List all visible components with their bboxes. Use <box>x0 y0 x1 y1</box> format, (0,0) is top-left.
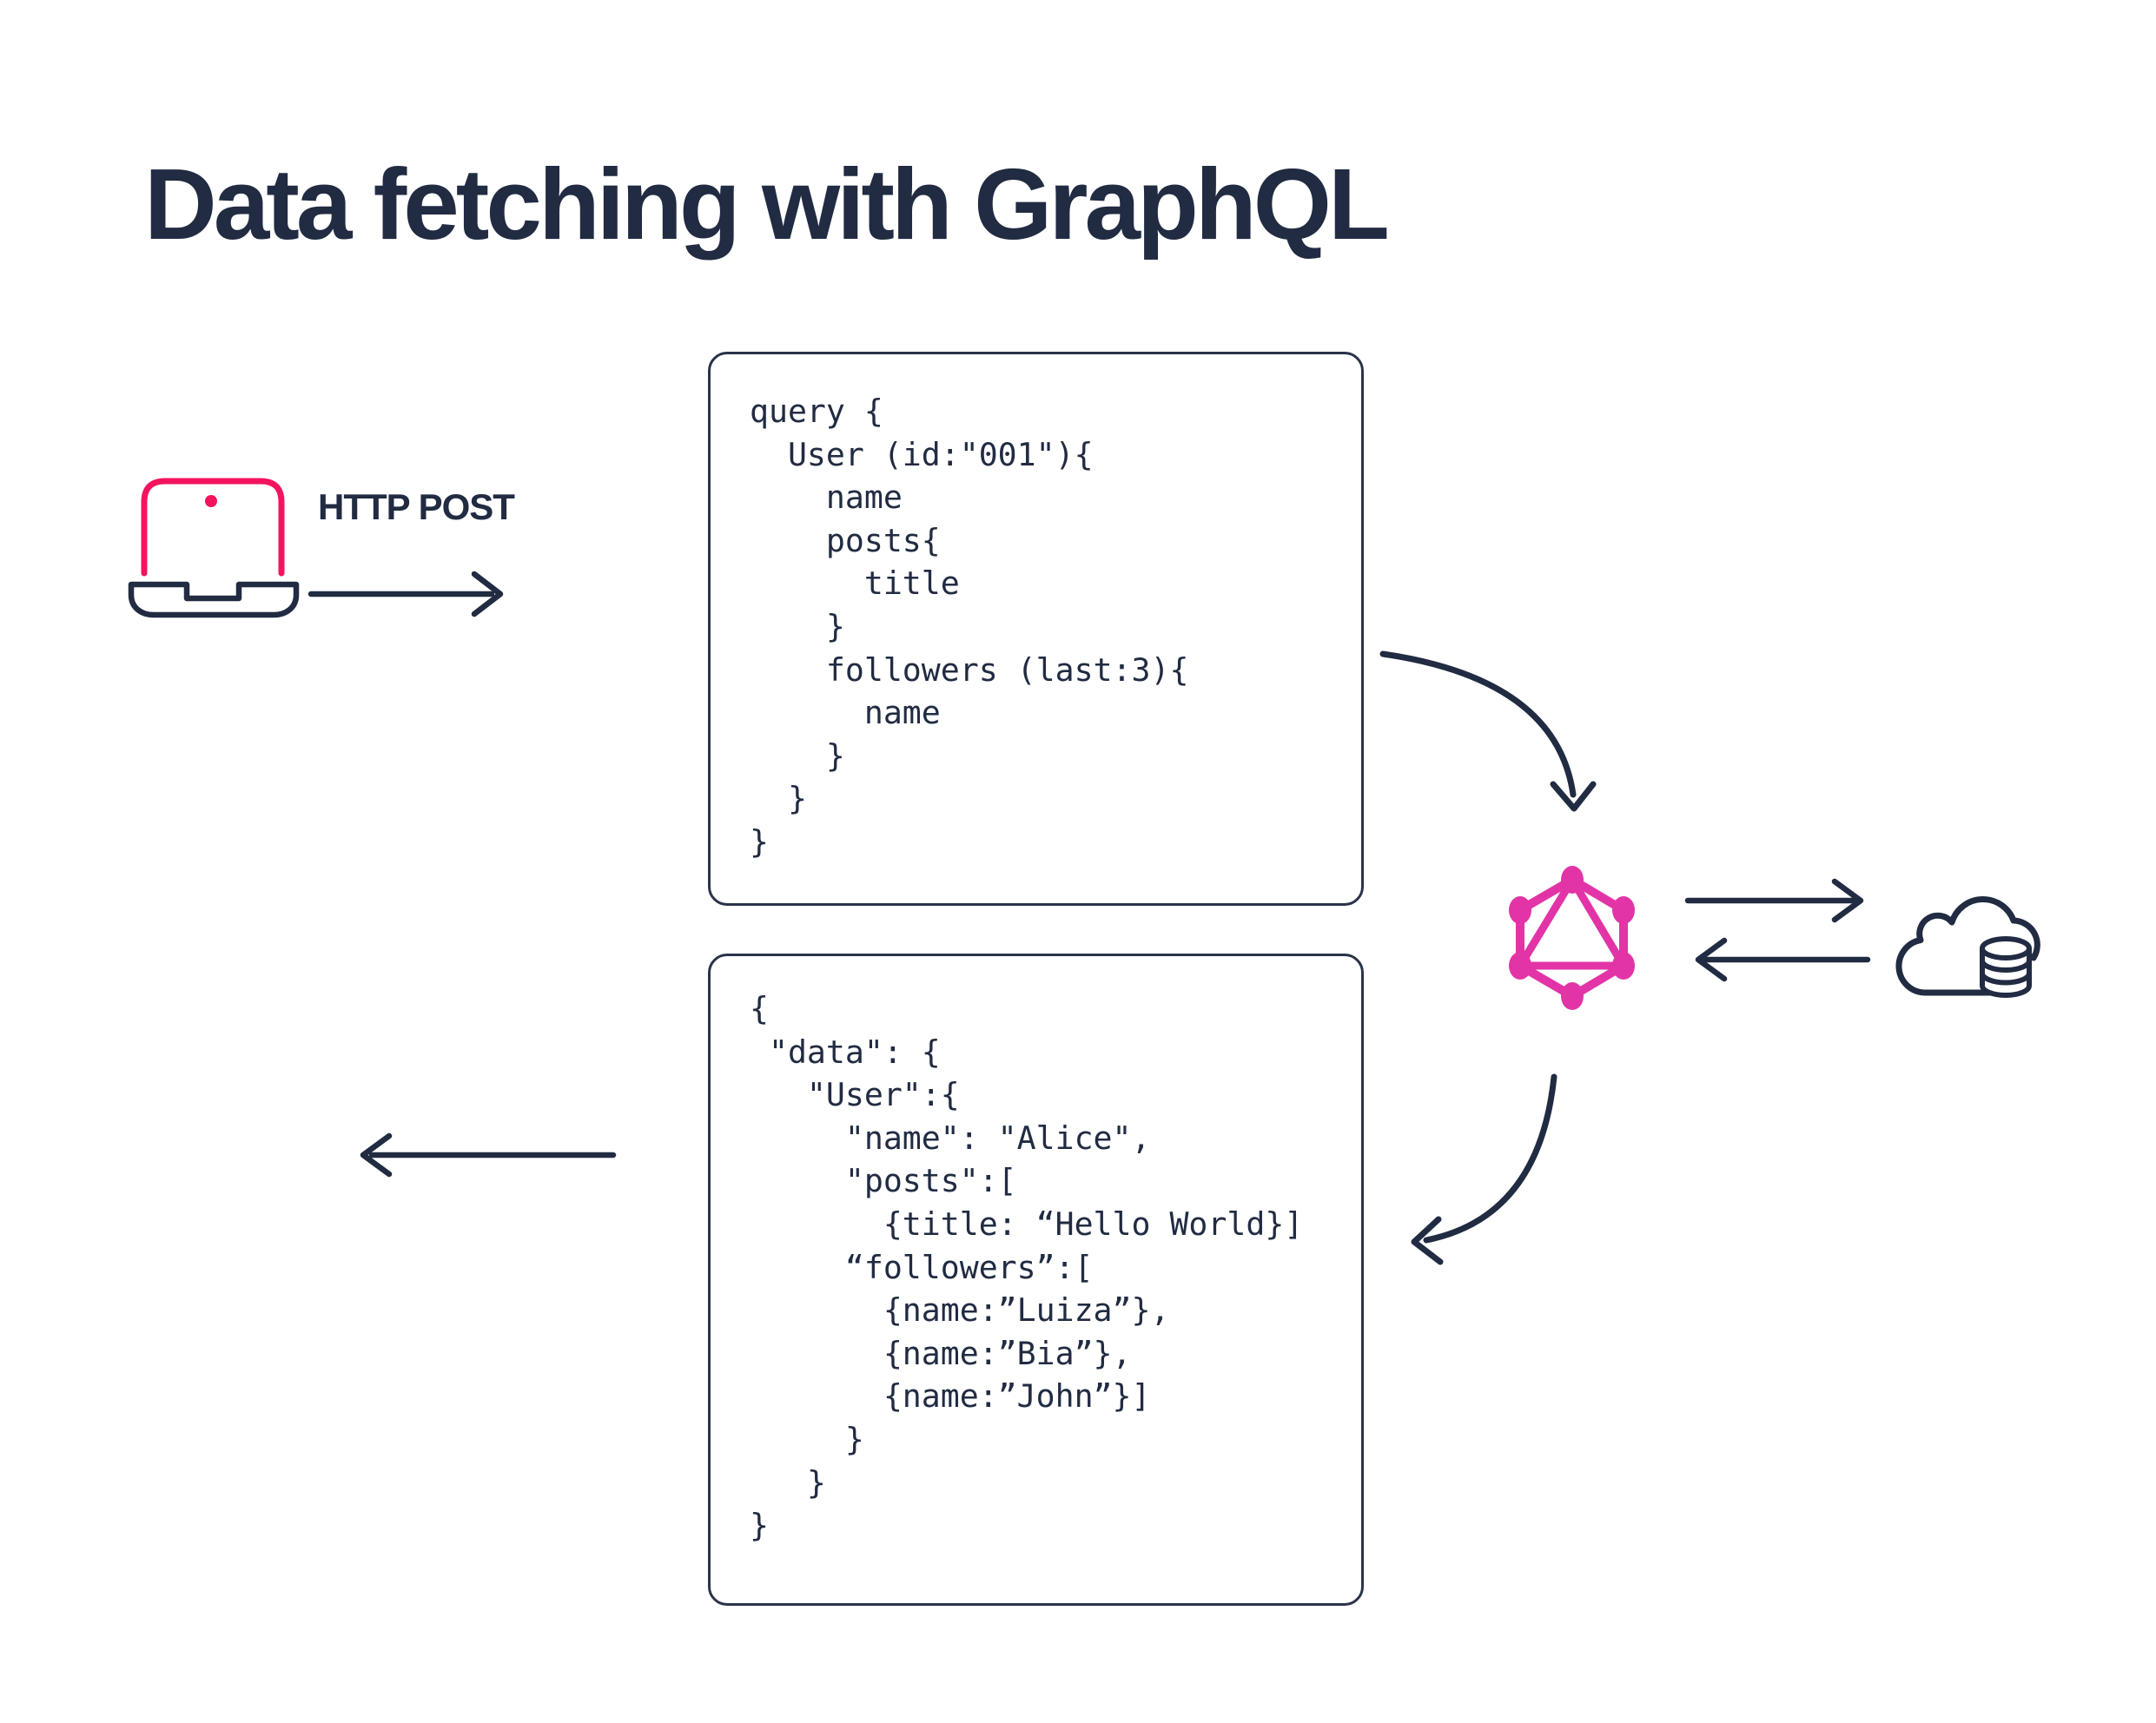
arrow-left-response-to-client <box>360 1132 617 1178</box>
response-code-line: { <box>750 990 769 1027</box>
query-code-line: } <box>750 822 769 861</box>
graphql-query-box: query { User (id:"001"){ name posts{ tit… <box>708 352 1364 906</box>
page-title: Data fetching with GraphQL <box>144 148 1390 261</box>
response-code-line: {title: “Hello World}] <box>750 1205 1304 1243</box>
cloud-database-icon <box>1895 896 2040 998</box>
query-code-line: User (id:"001"){ <box>750 435 1094 473</box>
graphql-logo-icon <box>1509 866 1635 1010</box>
arrow-right-http-post <box>308 571 504 617</box>
response-code-line: "data": { <box>750 1033 941 1071</box>
response-code-line: {name:”John”}] <box>750 1377 1151 1416</box>
curved-arrow-graphql-to-response <box>1411 1073 1557 1265</box>
query-code-line: query { <box>750 393 883 430</box>
http-post-label: HTTP POST <box>318 486 515 527</box>
query-code-line: posts{ <box>750 521 941 559</box>
query-code-line: } <box>750 780 807 818</box>
response-code-line: "User":{ <box>750 1076 960 1114</box>
laptop-icon <box>128 478 300 618</box>
response-code-line: } <box>750 1463 826 1502</box>
response-code-line: {name:”Luiza”}, <box>750 1291 1170 1330</box>
database-icon <box>1980 936 2032 998</box>
response-code-line: "posts":[ <box>750 1162 1017 1200</box>
response-code-line: } <box>750 1420 864 1458</box>
response-code-line: {name:”Bia”}, <box>750 1334 1132 1372</box>
query-code-line: } <box>750 607 845 645</box>
laptop-camera-dot <box>205 495 217 507</box>
query-code-line: } <box>750 736 845 775</box>
arrow-left-source-to-graphql <box>1695 937 1871 982</box>
response-code-line: "name": "Alice", <box>750 1119 1151 1157</box>
curved-arrow-query-to-graphql <box>1379 650 1597 812</box>
json-response-box: { "data": { "User":{ "name": "Alice", "p… <box>708 954 1364 1606</box>
query-code-line: title <box>750 564 960 603</box>
query-code-line: name <box>750 694 941 732</box>
arrow-right-graphql-to-source <box>1684 878 1864 923</box>
response-code-line: “followers”:[ <box>750 1248 1094 1286</box>
query-code-line: followers (last:3){ <box>750 650 1189 689</box>
response-code-line: } <box>750 1507 769 1545</box>
query-code-line: name <box>750 479 903 517</box>
